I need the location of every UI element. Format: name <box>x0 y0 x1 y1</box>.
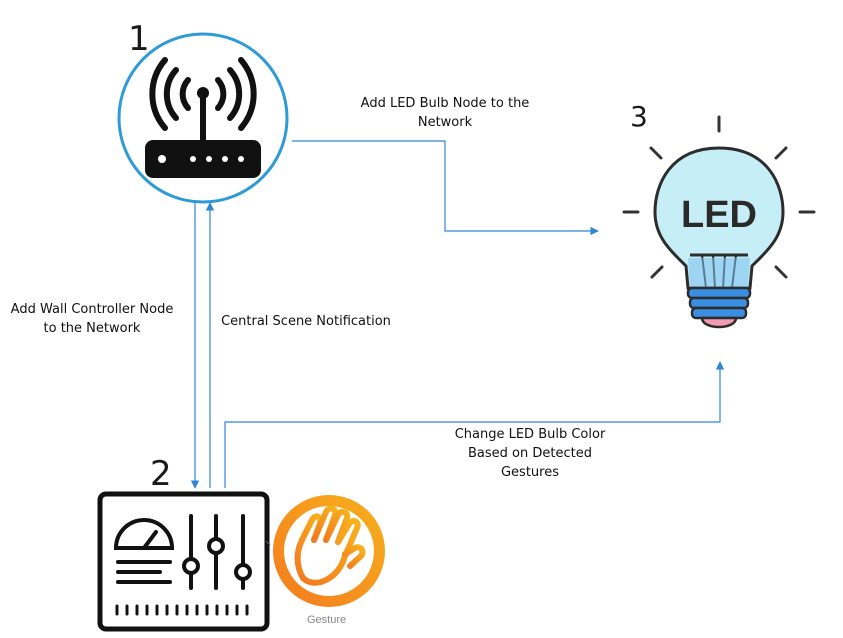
controller-number: 2 <box>150 454 172 494</box>
edge-label-add-led-line1: Add LED Bulb Node to the <box>360 96 530 111</box>
router-icon <box>145 57 261 178</box>
edge-change-color <box>224 361 725 488</box>
gesture-icon <box>273 495 385 607</box>
led-bulb-node: LED <box>622 115 816 329</box>
sliders-icon <box>182 514 252 590</box>
edge-label-change-color: Change LED Bulb Color Based on Detected … <box>430 425 630 482</box>
router-number: 1 <box>128 19 150 59</box>
bulb-number: 3 <box>630 100 648 133</box>
edge-label-add-led: Add LED Bulb Node to the Network <box>340 94 550 132</box>
gesture-caption: Gesture <box>307 614 347 626</box>
wall-controller-node <box>97 491 270 632</box>
edge-label-change-color-line1: Change LED Bulb Color <box>454 427 606 442</box>
edge-label-add-wall: Add Wall Controller Node to the Network <box>2 300 182 338</box>
edge-label-change-color-line2: Based on Detected <box>468 446 592 461</box>
button-row-icon <box>115 604 249 616</box>
connector-mark <box>265 540 271 546</box>
bulb-icon <box>653 146 785 329</box>
bulb-rays-icon <box>622 115 816 279</box>
edge-label-add-led-line2: Network <box>417 115 473 130</box>
edge-label-central-scene: Central Scene Notification <box>221 314 391 329</box>
edge-label-add-wall-line1: Add Wall Controller Node <box>10 302 174 317</box>
edge-add-led <box>292 140 599 236</box>
gauge-icon <box>113 518 175 584</box>
edge-label-change-color-line3: Gestures <box>500 465 559 480</box>
bulb-label: LED <box>681 194 757 236</box>
edge-label-add-wall-line2: to the Network <box>43 321 141 336</box>
router-node <box>117 32 289 204</box>
